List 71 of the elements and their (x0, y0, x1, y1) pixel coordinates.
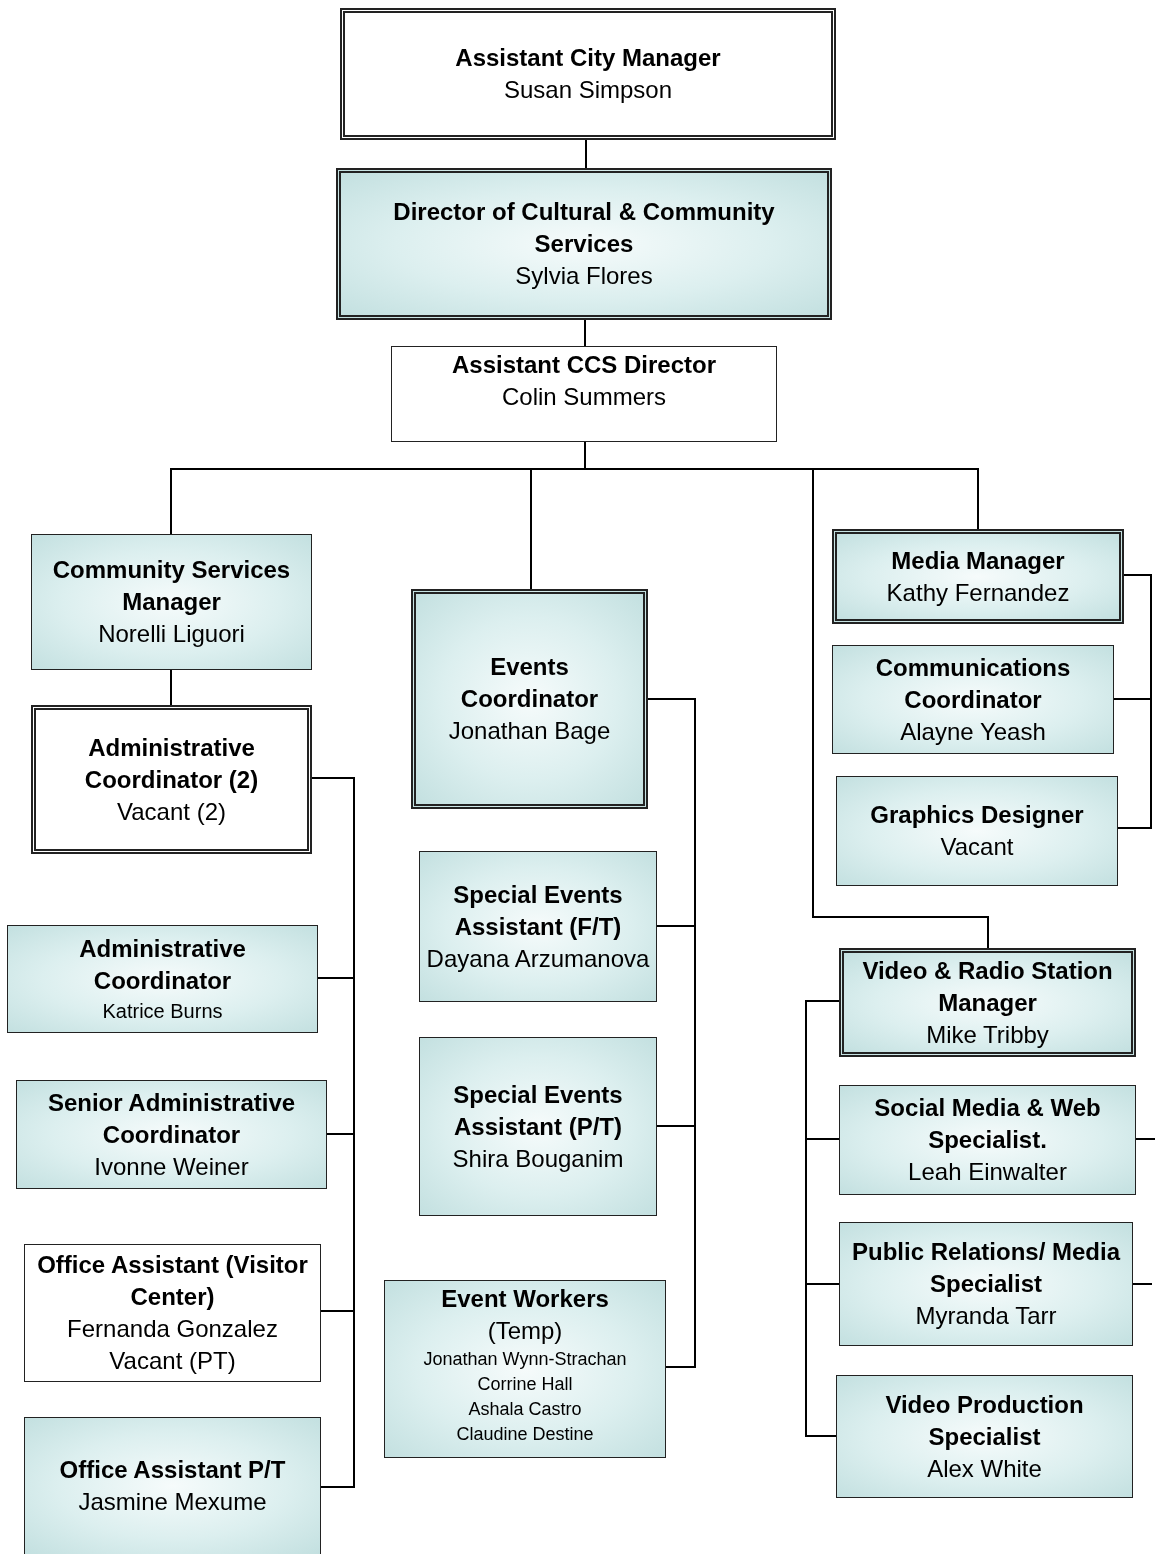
person-name: Alex White (927, 1453, 1042, 1484)
job-title: Office Assistant (Visitor Center) (36, 1250, 309, 1312)
person-name: Ivonne Weiner (94, 1151, 249, 1182)
position-box (839, 948, 1136, 1057)
job-title: Event Workers (441, 1284, 609, 1314)
person-name: Alayne Yeash (900, 716, 1046, 747)
position-box (832, 529, 1124, 624)
position-box (836, 1375, 1133, 1498)
job-title: Assistant CCS Director (451, 350, 717, 380)
person-name: Corrine Hall (477, 1373, 573, 1396)
person-name: (Temp) (487, 1316, 563, 1346)
position-box (836, 776, 1118, 886)
job-title: Office Assistant P/T (59, 1455, 286, 1485)
job-title: Video Production Specialist (884, 1389, 1085, 1452)
job-title: Media Manager (891, 545, 1065, 576)
position-box (419, 851, 657, 1002)
person-name: Jasmine Mexume (78, 1487, 267, 1517)
person-name: Leah Einwalter (908, 1157, 1067, 1187)
job-title: Assistant City Manager (455, 43, 721, 73)
person-name: Sylvia Flores (515, 261, 653, 291)
job-title: Special Events Assistant (P/T) (452, 1079, 624, 1142)
person-name: Ashala Castro (468, 1398, 582, 1421)
job-title: Video & Radio Station Manager (861, 955, 1114, 1018)
job-title: Administrative Coordinator (2) (83, 732, 260, 795)
job-title: Senior Administrative Coordinator (46, 1087, 297, 1150)
person-name: Susan Simpson (503, 75, 673, 105)
person-name: Colin Summers (501, 382, 666, 412)
connector-line (170, 669, 172, 706)
person-name: Vacant (2) (117, 796, 226, 827)
job-title: Events Coordinator (459, 652, 600, 714)
position-box (384, 1280, 666, 1458)
job-title: Graphics Designer (870, 800, 1084, 830)
position-box (24, 1244, 321, 1382)
person-name: Kathy Fernandez (886, 577, 1070, 608)
job-title: Director of Cultural & Community Services (392, 197, 776, 259)
position-box (16, 1080, 327, 1189)
person-name: Myranda Tarr (915, 1301, 1057, 1331)
position-box (832, 645, 1114, 754)
position-box (340, 8, 836, 140)
position-box (411, 589, 648, 809)
position-box (336, 168, 832, 320)
connector-line (1132, 1283, 1153, 1285)
position-box (31, 705, 312, 854)
job-title: Social Media & Web Specialist. (873, 1093, 1102, 1155)
connector-line (584, 319, 586, 347)
connector-line (585, 139, 587, 169)
position-box (31, 534, 312, 670)
person-name: Jonathan Wynn-Strachan (423, 1348, 627, 1371)
connector-line (1117, 574, 1152, 829)
person-name: Katrice Burns (102, 999, 223, 1024)
person-name: Dayana Arzumanova (426, 943, 650, 974)
person-name: Shira Bouganim (452, 1143, 624, 1174)
position-box (839, 1222, 1133, 1346)
position-box (391, 346, 777, 442)
person-name: Mike Tribby (926, 1019, 1049, 1050)
person-name: Vacant (PT) (109, 1346, 236, 1376)
person-name: Norelli Liguori (98, 619, 245, 649)
position-box (419, 1037, 657, 1216)
person-name: Fernanda Gonzalez (67, 1314, 278, 1344)
connector-line (1135, 1138, 1155, 1140)
position-box (7, 925, 318, 1033)
person-name: Vacant (940, 832, 1014, 862)
person-name: Jonathan Bage (448, 716, 611, 746)
position-box (839, 1085, 1136, 1195)
position-box (24, 1417, 321, 1554)
job-title: Community Services Manager (51, 555, 292, 617)
person-name: Claudine Destine (456, 1423, 594, 1446)
job-title: Special Events Assistant (F/T) (452, 879, 624, 942)
job-title: Communications Coordinator (874, 652, 1072, 715)
job-title: Administrative Coordinator (78, 934, 247, 996)
job-title: Public Relations/ Media Specialist (850, 1237, 1122, 1299)
